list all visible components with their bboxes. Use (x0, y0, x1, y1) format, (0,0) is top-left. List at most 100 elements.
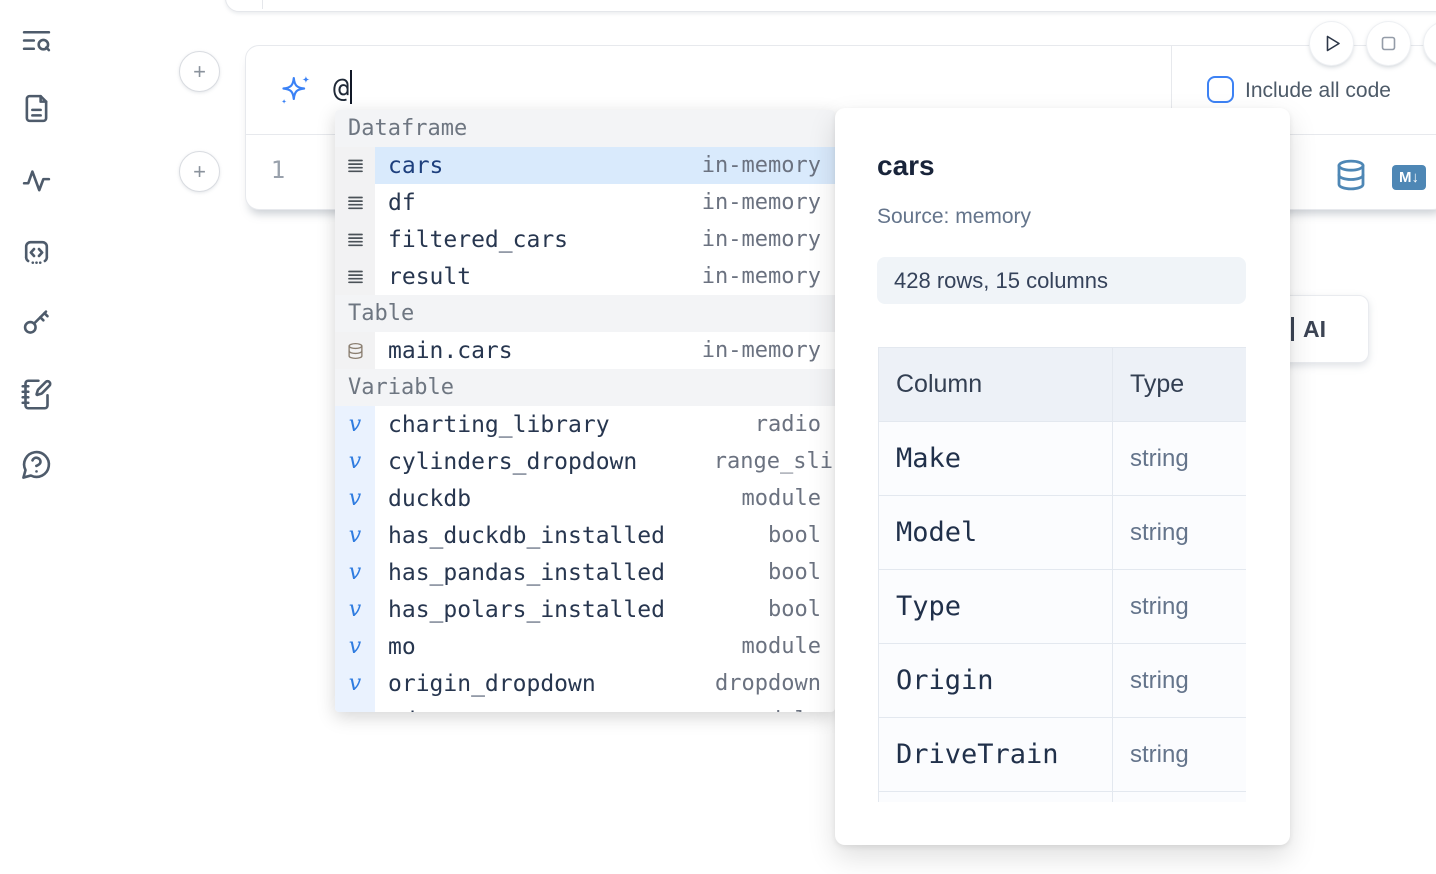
database-icon[interactable] (1335, 159, 1367, 193)
help-chat-icon[interactable] (20, 448, 53, 481)
item-type: module (741, 486, 821, 511)
autocomplete-item-duckdb[interactable]: v duckdb module (335, 480, 835, 517)
column-name: DriveTrain (878, 717, 1113, 792)
column-name: Type (878, 569, 1113, 644)
extra-cell-button[interactable] (1424, 22, 1436, 65)
item-type: module (742, 708, 835, 712)
section-header: Table (335, 295, 835, 332)
autocomplete-item-has-duckdb-installed[interactable]: v has_duckdb_installed bool (335, 517, 835, 554)
line-number: 1 (270, 156, 286, 184)
dataframe-icon (335, 258, 375, 295)
preview-title: cars (877, 150, 935, 181)
column-name (878, 791, 1113, 802)
type-header: Type (1112, 347, 1246, 422)
database-icon (335, 332, 375, 369)
autocomplete-item-charting-library[interactable]: v charting_library radio (335, 406, 835, 443)
dataframe-icon (335, 184, 375, 221)
variable-icon: v (335, 702, 375, 712)
item-name: origin_dropdown (388, 670, 596, 697)
previous-cell-edge (225, 0, 1436, 12)
code-editor-row[interactable]: 1 M↓ (246, 135, 1436, 209)
stop-icon (1381, 36, 1396, 51)
column-name: Origin (878, 643, 1113, 718)
clipped-letter (1291, 317, 1294, 341)
item-name: charting_library (388, 411, 610, 438)
item-name: has_duckdb_installed (388, 522, 665, 549)
dataframe-preview-panel: cars Source: memory 428 rows, 15 columns… (835, 108, 1290, 845)
column-type: string (1112, 717, 1246, 792)
preview-source: Source: memory (877, 205, 1032, 228)
text-search-icon[interactable] (20, 24, 53, 57)
section-header: Dataframe (335, 110, 835, 147)
variable-icon: v (335, 406, 375, 443)
variable-icon: v (335, 443, 375, 480)
dataframe-icon (335, 221, 375, 258)
column-name: Make (878, 421, 1113, 496)
add-cell-below-button[interactable]: + (179, 151, 220, 192)
markdown-icon[interactable]: M↓ (1392, 165, 1426, 190)
item-name: df (388, 189, 416, 216)
ai-prompt-input[interactable]: @ (333, 70, 353, 104)
item-name: pd (375, 708, 742, 713)
plus-icon: + (193, 58, 206, 84)
item-name: has_polars_installed (388, 596, 665, 623)
item-type: module (741, 634, 821, 659)
autocomplete-dropdown: Dataframe cars in-memory df in-memory filt… (335, 110, 835, 712)
stop-button[interactable] (1367, 22, 1410, 65)
item-type: in-memory (701, 153, 821, 178)
variable-icon: v (335, 480, 375, 517)
section-header: Variable (335, 369, 835, 406)
table-row: Make string (878, 421, 1246, 496)
autocomplete-item-df[interactable]: df in-memory (335, 184, 835, 221)
item-type: bool (768, 523, 821, 548)
dataframe-icon (335, 147, 375, 184)
key-icon[interactable] (20, 306, 53, 339)
variable-icon: v (335, 665, 375, 702)
activity-icon[interactable] (20, 164, 53, 197)
variable-icon: v (335, 554, 375, 591)
autocomplete-item-clipped[interactable]: v pdmodule (335, 702, 835, 712)
item-name: cylinders_dropdown (388, 448, 638, 475)
run-cell-button[interactable] (1310, 22, 1353, 65)
code-snippet-icon[interactable] (20, 236, 53, 269)
notebook-pen-icon[interactable] (20, 378, 53, 411)
variable-icon: v (335, 517, 375, 554)
include-all-code-checkbox[interactable] (1207, 76, 1234, 103)
item-name: duckdb (388, 485, 472, 512)
previous-cell-gutter-divider (262, 0, 263, 9)
table-row: Model string (878, 495, 1246, 570)
column-type (1112, 791, 1246, 802)
variable-icon: v (335, 591, 375, 628)
table-row: DriveTrain string (878, 717, 1246, 792)
column-type: string (1112, 495, 1246, 570)
autocomplete-item-mo[interactable]: v mo module (335, 628, 835, 665)
file-document-icon[interactable] (20, 92, 53, 125)
item-name: cars (388, 152, 444, 179)
item-type: radio (754, 412, 821, 437)
ai-label: AI (1303, 316, 1326, 342)
autocomplete-item-has-polars-installed[interactable]: v has_polars_installed bool (335, 591, 835, 628)
column-type: string (1112, 569, 1246, 644)
item-type: bool (768, 597, 821, 622)
variable-icon: v (335, 628, 375, 665)
shape-badge: 428 rows, 15 columns (877, 257, 1246, 304)
item-type: in-memory (701, 338, 821, 363)
play-icon (1326, 35, 1340, 52)
sidebar (0, 0, 72, 874)
item-name: mo (388, 633, 416, 660)
column-type: string (1112, 643, 1246, 718)
autocomplete-item-cars[interactable]: cars in-memory (335, 147, 835, 184)
text-caret (350, 70, 353, 104)
add-cell-above-button[interactable]: + (179, 51, 220, 92)
schema-table: Column Type Make string Model string Typ… (878, 347, 1246, 802)
item-type: bool (768, 560, 821, 585)
item-type: in-memory (701, 190, 821, 215)
schema-table-wrap: Column Type Make string Model string Typ… (878, 347, 1246, 802)
